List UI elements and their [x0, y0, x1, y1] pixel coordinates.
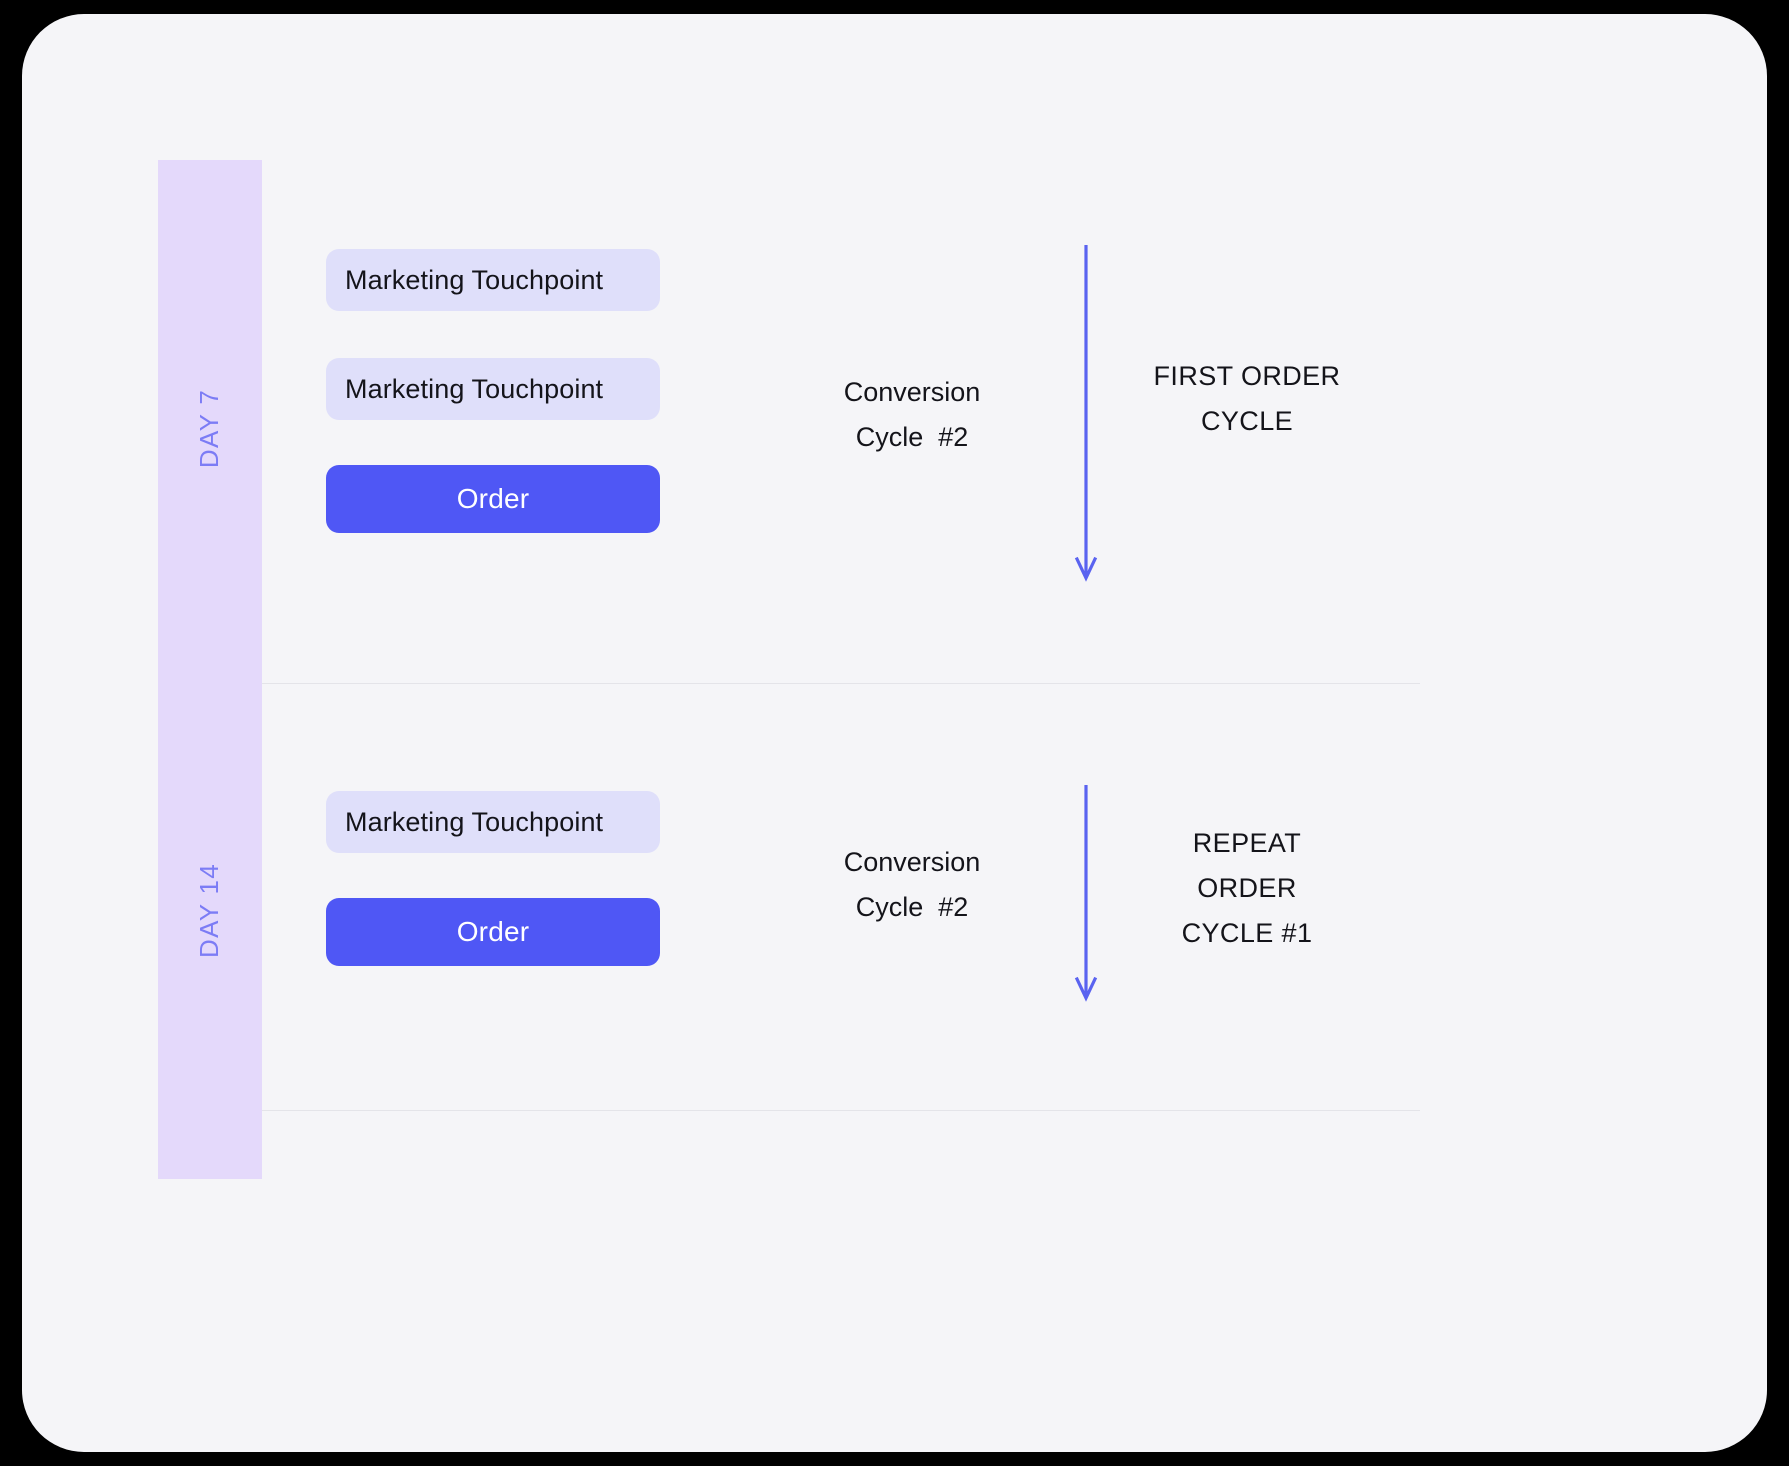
- day-cell-1: DAY 7: [158, 160, 262, 697]
- conversion-cycle-label: Conversion Cycle #2: [843, 847, 981, 922]
- row-divider-1: [262, 683, 1420, 684]
- touchpoint-label: Marketing Touchpoint: [345, 806, 604, 837]
- order-button[interactable]: Order: [326, 465, 660, 533]
- touchpoint-pill[interactable]: Marketing Touchpoint: [326, 791, 660, 853]
- flow-arrow-down-icon: [1073, 785, 1099, 1005]
- diagram-card: DAY 7 DAY 14 Marketing Touchpoint Market…: [22, 14, 1767, 1452]
- order-button[interactable]: Order: [326, 898, 660, 966]
- order-button-label: Order: [456, 916, 530, 947]
- touchpoint-label: Marketing Touchpoint: [345, 264, 604, 295]
- flow-arrow-down-icon: [1073, 245, 1099, 585]
- touchpoint-pill[interactable]: Marketing Touchpoint: [326, 249, 660, 311]
- touchpoint-label: Marketing Touchpoint: [345, 373, 604, 404]
- day-cell-2: DAY 14: [158, 697, 262, 1124]
- order-button-label: Order: [456, 483, 530, 514]
- day-label-1: DAY 7: [194, 388, 225, 469]
- touchpoint-pill[interactable]: Marketing Touchpoint: [326, 358, 660, 420]
- day-label-2: DAY 14: [194, 862, 225, 959]
- cycle-caption: FIRST ORDER CYCLE: [1153, 361, 1341, 436]
- cycle-caption: REPEAT ORDER CYCLE #1: [1181, 828, 1313, 948]
- card-ghost-outline: [32, 14, 1767, 1450]
- day-rail: DAY 7 DAY 14: [158, 160, 262, 1179]
- row-divider-2: [262, 1110, 1420, 1111]
- conversion-cycle-label: Conversion Cycle #2: [843, 377, 981, 452]
